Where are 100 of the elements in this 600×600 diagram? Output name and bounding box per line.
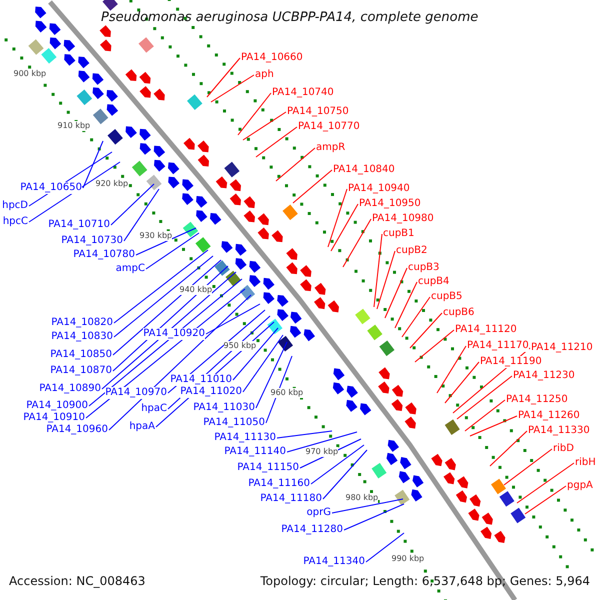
gene-label: ampR	[316, 142, 346, 154]
gene-label: hpcC	[2, 216, 28, 228]
leader-line	[330, 204, 358, 252]
gene-label: PA14_10850	[50, 349, 112, 361]
leader-line	[402, 296, 430, 338]
gene-label: PA14_11140	[224, 446, 286, 458]
leader-line	[464, 400, 506, 432]
leader-line	[124, 188, 160, 242]
leader-line	[88, 278, 242, 406]
leader-line	[232, 328, 278, 380]
gene-label: ampC	[116, 263, 145, 275]
leader-line	[490, 430, 528, 466]
leader-line	[436, 346, 466, 394]
leader-line	[322, 450, 368, 500]
gene-label: PA14_10870	[50, 365, 112, 377]
leader-line	[206, 58, 240, 98]
gene-label: PA14_11340	[303, 556, 365, 568]
gene-label: PA14_10840	[333, 164, 395, 176]
scale-label: 910 kbp	[58, 121, 90, 131]
leader-line	[238, 92, 272, 136]
scale-label: 920 kbp	[96, 179, 128, 189]
gene-label: cupB3	[408, 262, 440, 274]
leader-line	[242, 334, 284, 392]
leader-line	[210, 74, 254, 102]
leader-line	[108, 294, 252, 430]
leader-line	[344, 504, 404, 530]
gene-label: PA14_10820	[51, 317, 113, 329]
gene-label: PA14_11030	[193, 402, 255, 414]
scale-label: 970 kbp	[306, 447, 338, 457]
gene-label: hpaC	[141, 403, 167, 415]
leader-line	[276, 430, 332, 438]
leader-line	[410, 312, 442, 348]
leader-line	[136, 228, 196, 256]
leader-line	[470, 416, 518, 436]
leader-line	[292, 170, 332, 204]
gene-label: pgpA	[567, 480, 593, 492]
gene-label: PA14_10970	[105, 387, 167, 399]
gene-label: PA14_10950	[359, 198, 421, 210]
gene-label: oprG	[306, 507, 331, 519]
gene-label: PA14_11280	[281, 524, 343, 536]
gene-label: cupB4	[418, 276, 450, 288]
leader-line	[332, 498, 404, 514]
genome-stats-text: Topology: circular; Length: 6,537,648 bp; Genes: 5,964	[260, 574, 590, 589]
leader-line	[524, 486, 566, 514]
map-title: Pseudomonas aeruginosa UCBPP-PA14, complete genome	[101, 10, 478, 25]
leader-line	[342, 218, 372, 268]
gene-label: cupB1	[383, 228, 414, 240]
gene-label: hpaA	[129, 421, 155, 433]
leader-line	[376, 250, 396, 310]
scale-label: 950 kbp	[224, 341, 256, 351]
gene-label: aph	[255, 69, 274, 81]
gene-label: PA14_11010	[170, 374, 232, 386]
gene-label: PA14_11170	[467, 340, 529, 352]
gene-label: cupB6	[443, 307, 474, 319]
gene-label: PA14_10890	[39, 383, 101, 395]
gene-label: PA14_11160	[248, 478, 310, 490]
leader-line	[112, 260, 222, 356]
leader-line	[110, 184, 154, 226]
gene-label: PA14_10900	[26, 400, 88, 412]
leader-line	[384, 268, 408, 318]
leader-line	[328, 188, 348, 248]
leader-line	[28, 162, 120, 222]
leader-line	[504, 448, 552, 486]
scale-label: 980 kbp	[346, 493, 378, 503]
gene-label: PA14_10660	[241, 52, 303, 64]
leader-line	[366, 532, 404, 562]
gene-label: PA14_11180	[260, 493, 322, 505]
gene-label: PA14_10750	[287, 106, 349, 118]
gene-label: PA14_11050	[203, 417, 265, 429]
gene-label: PA14_11130	[214, 432, 276, 444]
gene-label: PA14_10730	[61, 235, 123, 247]
gene-label: PA14_11210	[531, 342, 593, 354]
leader-line	[456, 376, 512, 420]
gene-label: PA14_10740	[272, 87, 334, 99]
gene-label: cupB5	[431, 291, 462, 303]
gene-label: PA14_10780	[73, 249, 135, 261]
gene-label: hpcD	[2, 200, 28, 212]
leader-line	[114, 250, 208, 324]
leader-line	[146, 232, 200, 270]
leader-line	[516, 462, 574, 504]
gene-label: PA14_10940	[348, 183, 410, 195]
gene-label: PA14_10830	[51, 331, 113, 343]
gene-label: cupB2	[396, 245, 428, 257]
leader-line	[286, 432, 358, 452]
leader-line	[256, 342, 288, 408]
leader-line	[374, 234, 382, 308]
gene-label: PA14_10920	[143, 328, 205, 340]
gene-label: PA14_11250	[506, 394, 568, 406]
leader-line	[310, 444, 364, 484]
scale-label: 960 kbp	[270, 388, 304, 398]
gene-label: PA14_11260	[518, 410, 580, 422]
scale-label: 940 kbp	[180, 285, 212, 295]
leader-line	[256, 126, 298, 158]
gene-label: PA14_11020	[180, 386, 242, 398]
leader-line	[206, 304, 260, 334]
gene-label: PA14_10710	[48, 219, 110, 231]
leader-line	[242, 112, 286, 140]
gene-label: PA14_10770	[298, 121, 360, 133]
gene-label: PA14_10650	[20, 182, 82, 194]
gene-label: PA14_11120	[455, 324, 517, 336]
